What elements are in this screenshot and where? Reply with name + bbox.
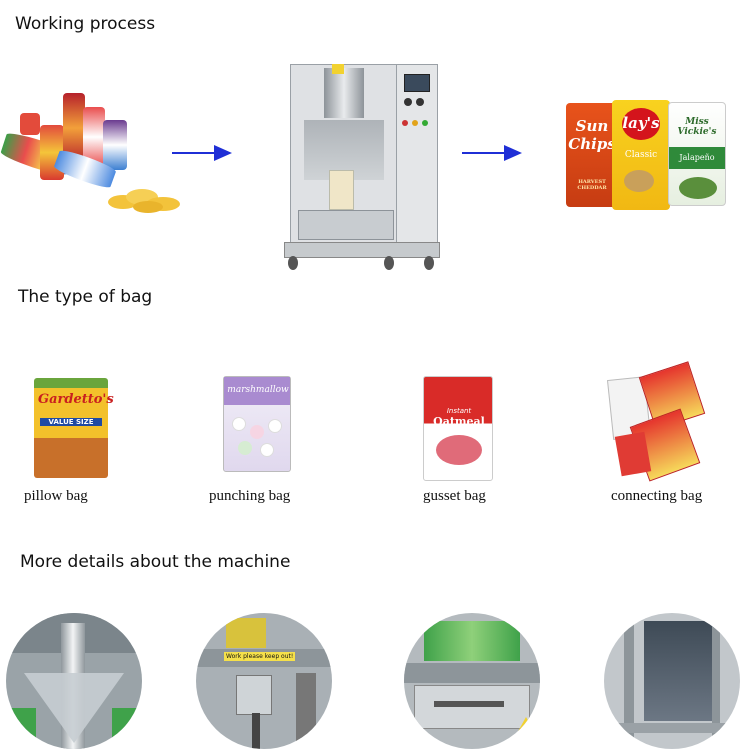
detail-sealing-unit-image: Work please keep out! xyxy=(196,613,332,749)
working-process-heading: Working process xyxy=(15,14,156,34)
packaging-machine-image xyxy=(284,60,440,275)
punching-bag-image: marshmallow xyxy=(223,376,291,472)
detail-frame-image xyxy=(604,613,740,749)
connecting-bag-caption: connecting bag xyxy=(611,488,703,504)
miss-vickies-label: Miss Vickie's xyxy=(677,117,717,137)
gusset-bag-sub: Instant xyxy=(446,407,472,415)
gusset-bag-caption: gusset bag xyxy=(423,488,486,504)
pillow-bag-brand: Gardetto's xyxy=(38,392,114,407)
sun-chips-bag-image: Sun Chips HARVEST CHEDDAR xyxy=(566,103,618,207)
packaging-film-rolls-image xyxy=(0,85,190,225)
miss-vickies-sub-label: Jalapeño xyxy=(679,153,715,162)
punching-bag-caption: punching bag xyxy=(209,488,291,504)
sun-chips-sub-label: HARVEST CHEDDAR xyxy=(577,179,607,191)
process-arrow-2 xyxy=(462,145,522,161)
lays-label: lay's xyxy=(622,114,660,132)
miss-vickies-bag-image: Miss Vickie's Jalapeño xyxy=(668,102,726,206)
pillow-bag-sub: VALUE SIZE xyxy=(40,418,102,426)
gusset-bag-brand: Oatmeal xyxy=(433,415,485,428)
lays-bag-image: lay's Classic xyxy=(612,100,670,210)
lays-sub-label: Classic xyxy=(624,150,658,160)
warning-label: Work please keep out! xyxy=(224,652,296,661)
sun-chips-label: Sun Chips xyxy=(568,117,616,153)
machine-details-heading: More details about the machine xyxy=(20,552,291,572)
bag-types-heading: The type of bag xyxy=(18,287,153,307)
process-arrow-1 xyxy=(172,145,232,161)
pillow-bag-image: Gardetto's VALUE SIZE xyxy=(34,378,114,478)
connecting-bag-image xyxy=(606,361,706,482)
pillow-bag-caption: pillow bag xyxy=(24,488,88,504)
detail-vertical-sealer-image xyxy=(404,613,540,749)
detail-forming-collar-image xyxy=(6,613,142,749)
gusset-bag-image: Instant Oatmeal xyxy=(423,376,493,481)
punching-bag-brand: marshmallow xyxy=(227,385,289,395)
